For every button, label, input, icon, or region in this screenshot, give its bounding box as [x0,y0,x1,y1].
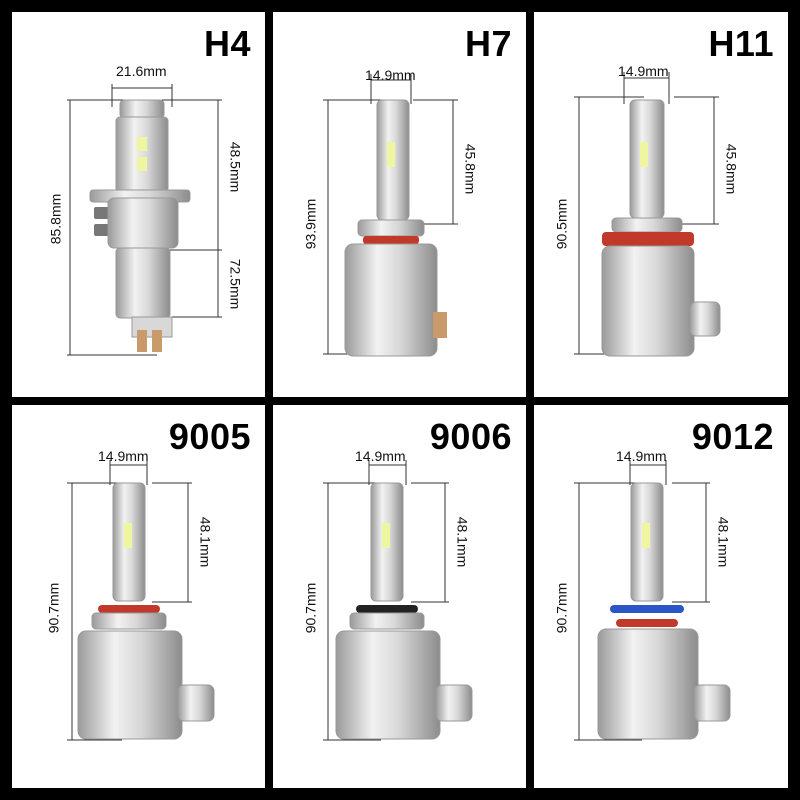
panel-h11: H11 14.9mm 90.5mm 45.8mm [534,12,788,397]
upper-length-label: 48.1mm [715,516,732,568]
panel-title: 9005 [168,416,251,457]
overall-length-label: 85.8mm [47,193,64,245]
9012-bulb-drawing [574,460,731,741]
panel-h7: H7 14.9mm 93.9mm 45.8mm [273,12,526,397]
9006-bulb-drawing [323,460,473,741]
panel-9012: 9012 14.9mm 90.7mm 48.1mm [534,405,788,788]
overall-length-label: 90.7mm [45,582,62,634]
panel-title: 9012 [691,416,774,457]
upper-length-label: 45.8mm [723,143,740,195]
h4-bulb-drawing [67,84,222,356]
width-dimension-label: 14.9mm [618,63,669,79]
lower-length-label: 72.5mm [227,258,244,310]
width-dimension-label: 14.9mm [355,448,406,464]
panel-title: H7 [464,23,512,64]
width-dimension-label: 21.6mm [116,63,167,79]
overall-length-label: 90.5mm [553,198,570,250]
upper-length-label: 45.8mm [462,143,479,195]
width-dimension-label: 14.9mm [98,448,149,464]
panel-9005: 9005 14.9mm 90.7mm 48.1mm [12,405,265,788]
overall-length-label: 90.7mm [302,582,319,634]
upper-length-label: 48.5mm [227,141,244,193]
panel-9006: 9006 14.9mm 90.7mm 48.1mm [273,405,526,788]
overall-length-label: 90.7mm [553,582,570,634]
panel-h4: H4 21.6mm 85.8mm 48.5mm 72.5mm [12,12,265,397]
overall-length-label: 93.9mm [302,198,319,250]
h11-bulb-drawing [574,72,721,357]
upper-length-label: 48.1mm [197,516,214,568]
panel-title: H11 [708,23,774,64]
h7-bulb-drawing [323,74,458,357]
upper-length-label: 48.1mm [454,516,471,568]
width-dimension-label: 14.9mm [365,67,416,83]
panel-title: 9006 [429,416,512,457]
panel-title: H4 [203,23,251,64]
width-dimension-label: 14.9mm [616,448,667,464]
9005-bulb-drawing [67,460,215,741]
